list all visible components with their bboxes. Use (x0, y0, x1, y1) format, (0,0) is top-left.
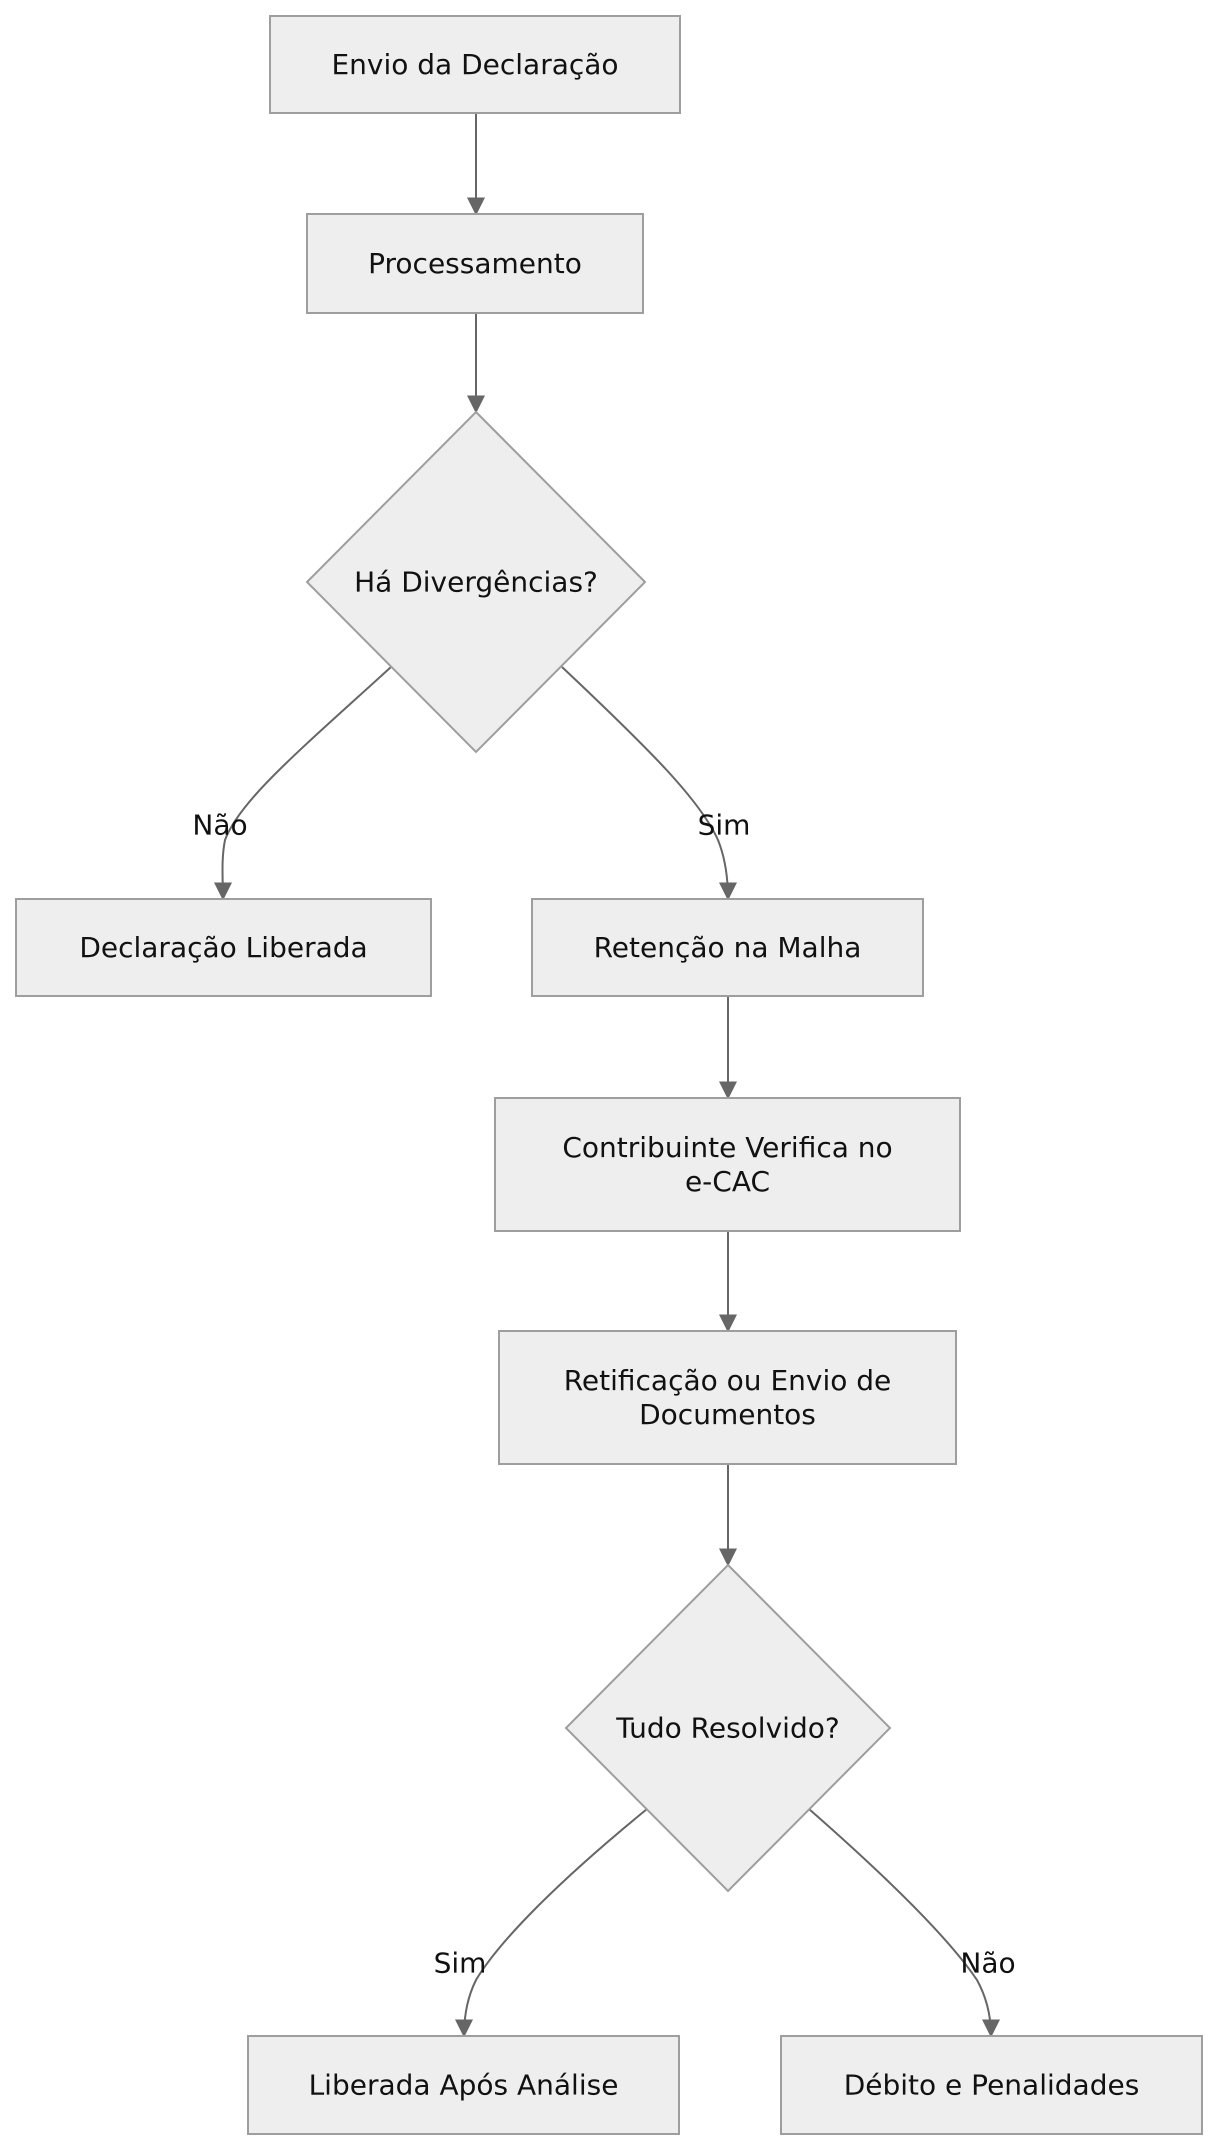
step-contribuinte-verifica-no-e-cac: Contribuinte Verifica noe-CAC (494, 1097, 961, 1232)
step-box (269, 15, 681, 114)
step-retencao-na-malha: Retenção na Malha (531, 898, 924, 997)
step-box (306, 213, 644, 314)
node-label: Há Divergências? (354, 566, 598, 599)
decision-ha-divergencias: Há Divergências? (305, 410, 647, 754)
step-box (780, 2035, 1203, 2135)
node-label: Processamento (368, 247, 582, 280)
edge-label-sim: Sim (434, 1947, 487, 1980)
step-box (531, 898, 924, 997)
edge-label-sim: Sim (698, 809, 751, 842)
decision-shape (305, 410, 647, 754)
edges-layer (213, 113, 1000, 2038)
node-label: Tudo Resolvido? (615, 1712, 839, 1745)
step-box (247, 2035, 680, 2135)
node-label: Débito e Penalidades (844, 2069, 1140, 2102)
node-label: Envio da Declaração (331, 48, 618, 81)
decision-tudo-resolvido: Tudo Resolvido? (564, 1563, 892, 1893)
edge-c-to-d (213, 666, 392, 901)
step-debito-e-penalidades: Débito e Penalidades (780, 2035, 1203, 2135)
edge-label-nao: Não (960, 1947, 1015, 1980)
node-label: Liberada Após Análise (309, 2069, 619, 2102)
step-liberada-apos-analise: Liberada Após Análise (247, 2035, 680, 2135)
step-box (494, 1097, 961, 1232)
node-label: Documentos (639, 1398, 816, 1431)
decision-shape (564, 1563, 892, 1893)
edge-h-to-i (455, 1808, 648, 2038)
step-declaracao-liberada: Declaração Liberada (15, 898, 432, 997)
step-box (498, 1330, 957, 1465)
node-label: Declaração Liberada (79, 931, 367, 964)
step-processamento: Processamento (306, 213, 644, 314)
node-label: Retificação ou Envio de (564, 1364, 892, 1397)
node-label: e-CAC (685, 1165, 770, 1198)
step-box (15, 898, 432, 997)
edge-h-to-j (808, 1808, 1000, 2038)
edge-label-nao: Não (192, 809, 247, 842)
node-label: Contribuinte Verifica no (562, 1131, 892, 1164)
node-label: Retenção na Malha (594, 931, 862, 964)
step-envio-da-declaracao: Envio da Declaração (269, 15, 681, 114)
edge-c-to-e (561, 666, 737, 901)
